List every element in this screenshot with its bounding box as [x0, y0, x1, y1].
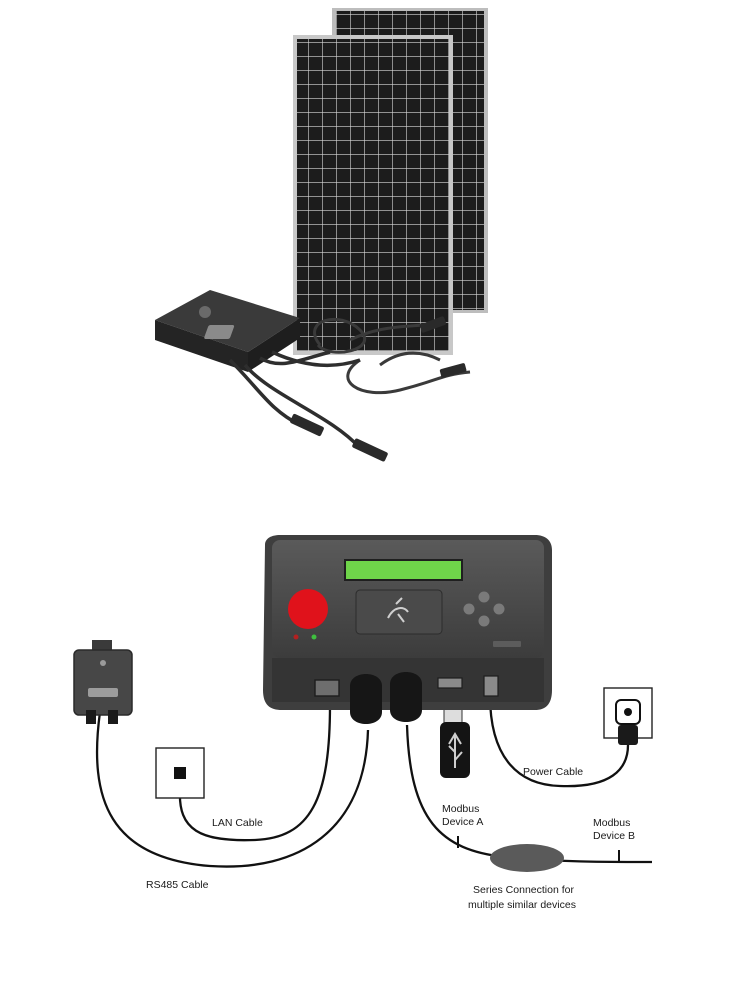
power-cable-line — [488, 694, 630, 788]
lan-wall-socket — [155, 747, 205, 799]
modbus-device-a-line2: Device A — [442, 816, 483, 828]
nav-keypad[interactable] — [463, 591, 505, 627]
speaker-grille — [355, 589, 443, 635]
status-led — [311, 634, 317, 640]
mc4-connector — [419, 316, 467, 378]
series-connection-hub — [490, 844, 564, 872]
rs485-meter-device — [73, 640, 133, 724]
modbus-device-b-label: Modbus Device B — [593, 817, 635, 842]
lan-cable-label: LAN Cable — [212, 817, 263, 829]
status-led-2 — [293, 634, 299, 640]
cable-gland-left — [350, 674, 382, 724]
modbus-device-a-line1: Modbus — [442, 803, 479, 815]
gateway-device — [263, 535, 552, 724]
usb-stick — [440, 701, 470, 778]
nav-right-button[interactable] — [493, 603, 505, 615]
series-connection-line2: multiple similar devices — [468, 899, 576, 911]
power-port — [483, 675, 499, 697]
usb-port — [437, 677, 463, 689]
modbus-device-a-label: Modbus Device A — [442, 803, 483, 828]
nav-up-button[interactable] — [478, 591, 490, 603]
lan-cable-line — [178, 704, 332, 842]
brand-logo-icon — [387, 597, 409, 623]
brand-badge — [493, 641, 521, 647]
solar-panel-front — [293, 35, 453, 355]
power-cable-label: Power Cable — [523, 766, 583, 778]
mc4-connector — [290, 413, 388, 462]
micro-inverter — [155, 290, 300, 372]
nav-left-button[interactable] — [463, 603, 475, 615]
cable-gland-right — [390, 672, 422, 722]
usb-icon — [448, 732, 463, 768]
series-connection-line1: Series Connection for — [473, 884, 574, 896]
power-button[interactable] — [288, 589, 328, 629]
modbus-device-b-line2: Device B — [593, 830, 635, 842]
lcd-screen — [344, 559, 463, 581]
power-wall-socket — [603, 687, 653, 745]
rs485-cable-line — [95, 711, 370, 868]
nav-down-button[interactable] — [478, 615, 490, 627]
rs485-cable-label: RS485 Cable — [146, 879, 209, 891]
series-connection-label: Series Connection for multiple similar d… — [468, 884, 577, 911]
rs485-port — [314, 679, 340, 697]
modbus-device-b-line1: Modbus — [593, 817, 630, 829]
